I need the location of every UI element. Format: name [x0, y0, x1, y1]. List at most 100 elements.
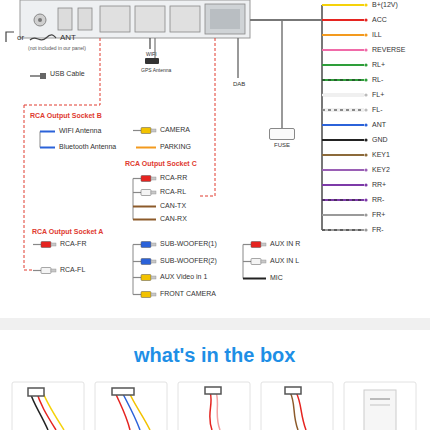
- wire-label: GND: [372, 136, 388, 144]
- socket-heading: RCA Output Socket A: [32, 228, 103, 236]
- harness-wires: [322, 94, 364, 97]
- wire-label: FR+: [372, 211, 385, 219]
- rca-plugs: [33, 268, 56, 274]
- fuse-holder: FUSE: [267, 128, 297, 149]
- head-unit-back-panel: [20, 0, 250, 38]
- plain-wires: [133, 219, 156, 221]
- port-label: RCA-FR: [60, 240, 86, 248]
- plain-wires: [40, 147, 55, 149]
- rca-plugs: [133, 242, 156, 248]
- port-label: PARKING: [160, 143, 191, 151]
- harness-wires: [322, 49, 364, 51]
- section-divider: [0, 318, 430, 330]
- harness-wires: [322, 200, 364, 201]
- head-unit-back-panel: [58, 8, 72, 30]
- plain-wires: [40, 132, 266, 279]
- head-unit-back-panel: [205, 4, 245, 34]
- harness-wires: [322, 80, 364, 81]
- wire-end-dots: [364, 198, 367, 201]
- wire-label: KEY2: [372, 166, 390, 174]
- box-content-cards: [115, 392, 130, 430]
- wire-label: RR-: [372, 196, 384, 204]
- port-label: FRONT CAMERA: [160, 290, 216, 298]
- wire-label: B+(12V): [372, 1, 398, 9]
- icon-label: DAB: [233, 81, 245, 88]
- harness-wires: [321, 5, 323, 230]
- box-content-cards: [95, 382, 167, 430]
- head-unit-back-panel: [38, 18, 42, 22]
- port-label: CAMERA: [160, 126, 190, 134]
- accessory-icons: [6, 32, 159, 79]
- head-unit-back-panel: [34, 14, 46, 26]
- icon-label: GPS Antenna: [141, 67, 171, 73]
- box-content-cards: [370, 398, 390, 400]
- port-label: CAN-TX: [160, 202, 186, 210]
- rca-plugs: [33, 128, 266, 298]
- harness-wires: [322, 4, 364, 6]
- rca-plugs: [133, 128, 156, 134]
- box-content-cards: [261, 382, 333, 430]
- rca-plugs: [243, 242, 266, 248]
- wire-label: RR+: [372, 181, 386, 189]
- accessory-icons: [40, 73, 46, 79]
- socket-heading: RCA Output Socket B: [30, 112, 102, 120]
- head-unit-back-panel: [78, 8, 92, 30]
- box-content-cards: [364, 390, 396, 430]
- box-content-cards: [210, 392, 212, 430]
- port-label: WIFI Antenna: [59, 127, 101, 135]
- accessory-icons: [145, 58, 159, 64]
- port-label: AUX IN R: [270, 240, 300, 248]
- wire-label: REVERSE: [372, 46, 405, 54]
- fuse-label: FUSE: [267, 142, 297, 149]
- rca-plugs: [133, 259, 156, 265]
- accessory-icons: [30, 35, 56, 40]
- wire-end-dots: [364, 18, 367, 21]
- socket-brackets: [133, 179, 134, 220]
- socket-brackets: [133, 245, 134, 295]
- box-content-cards: [290, 392, 298, 430]
- box-content-cards: [28, 387, 306, 430]
- wire-end-dots: [364, 228, 367, 231]
- socket-heading: RCA Output Socket C: [125, 160, 197, 168]
- wire-end-dots: [364, 3, 367, 231]
- socket-leader-lines: [24, 38, 215, 270]
- box-content-cards: [296, 392, 306, 430]
- wire-label: KEY1: [372, 151, 390, 159]
- port-label: RCA-FL: [60, 266, 85, 274]
- wire-label: RL-: [372, 76, 383, 84]
- harness-wires: [322, 94, 364, 95]
- harness-wires: [238, 5, 364, 230]
- socket-brackets: [40, 132, 243, 295]
- socket-leader-lines: [24, 105, 33, 270]
- head-unit-back-panel: [135, 6, 165, 32]
- port-label: MIC: [270, 274, 283, 282]
- box-content-cards: [28, 388, 44, 396]
- wire-end-dots: [364, 153, 367, 156]
- port-label: AUX IN L: [270, 257, 299, 265]
- icon-label: or: [17, 33, 24, 43]
- harness-wires: [322, 214, 364, 216]
- fuse-body: [269, 128, 295, 140]
- rca-plugs: [133, 275, 156, 281]
- box-content-cards: [216, 392, 220, 430]
- wire-end-dots: [364, 108, 367, 111]
- wire-end-dots: [364, 213, 367, 216]
- wire-end-dots: [364, 48, 367, 51]
- harness-wires: [322, 64, 364, 66]
- harness-wires: [322, 139, 364, 141]
- box-content-cards: [112, 388, 134, 395]
- wire-end-dots: [364, 63, 367, 66]
- section-title: what's in the box: [134, 343, 295, 367]
- box-content-cards: [42, 390, 64, 430]
- plain-wires: [40, 131, 55, 133]
- wire-label: ANT: [372, 121, 386, 129]
- wire-label: FR-: [372, 226, 384, 234]
- harness-wires: [237, 38, 239, 78]
- section-divider: [0, 318, 430, 330]
- accessory-icons: [30, 75, 40, 76]
- rca-plugs: [133, 292, 156, 298]
- head-unit-back-panel: [20, 0, 250, 38]
- wire-label: ACC: [372, 16, 387, 24]
- harness-wires: [322, 19, 364, 21]
